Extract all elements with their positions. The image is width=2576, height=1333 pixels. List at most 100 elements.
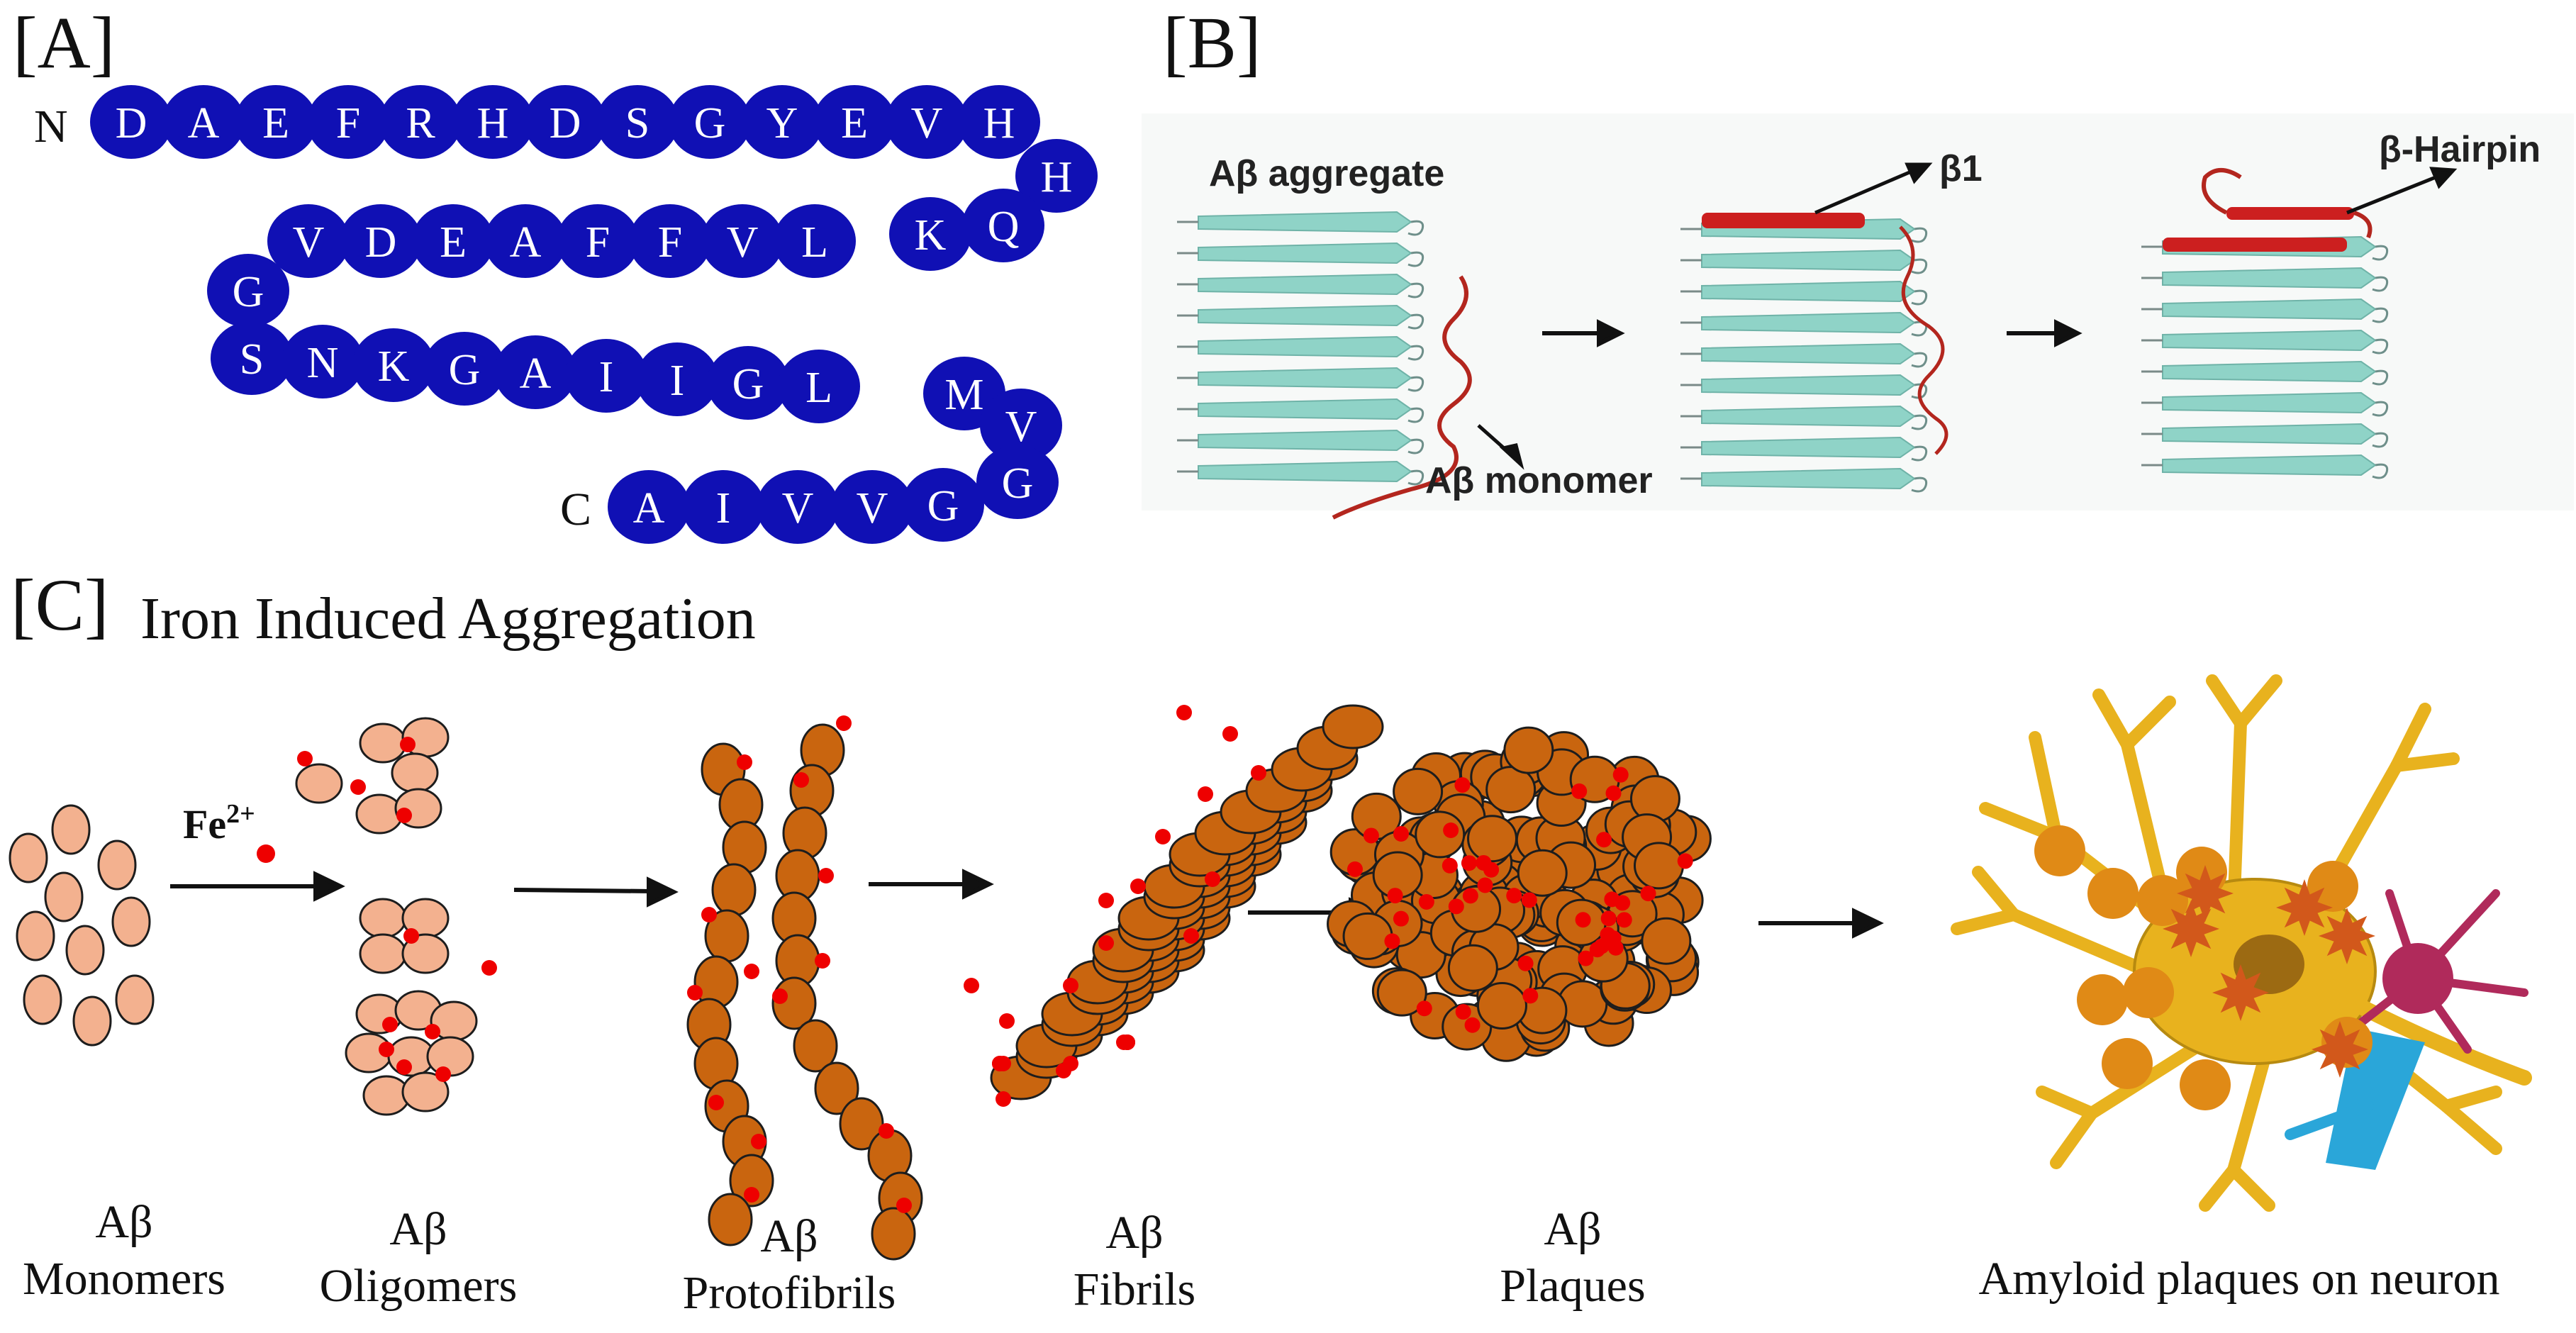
iron-ion	[382, 1017, 398, 1032]
residue-bead: S	[596, 85, 679, 159]
beta-strand	[1680, 436, 1928, 462]
residue-bead-shape	[741, 85, 823, 159]
beta-strand-arrow	[2162, 360, 2377, 383]
beta-strand-turn	[1911, 352, 1928, 368]
arrow-head-5	[1852, 908, 1884, 939]
beta-strand-arrow	[1198, 273, 1412, 296]
stage-label-line1: Aβ	[389, 1203, 447, 1255]
beta-strand	[1680, 280, 1928, 306]
iron-ion	[1464, 1017, 1481, 1033]
iron-ion	[708, 1095, 724, 1110]
residue-bead-shape	[423, 332, 506, 406]
plaque-star	[2312, 1021, 2368, 1078]
beta-strand-arrow	[1701, 280, 1916, 303]
microglia-body	[2382, 943, 2453, 1014]
residue-bead-shape	[636, 342, 718, 416]
monomer	[115, 974, 155, 1025]
iron-ion	[1251, 765, 1266, 781]
oligomer-subunit	[359, 723, 407, 764]
stage-labels: AβMonomersAβOligomersAβProtofibrilsAβFib…	[23, 1196, 1646, 1319]
residue-letter: A	[520, 350, 552, 398]
residue-bead: V	[757, 470, 839, 544]
beta-strand	[1177, 335, 1424, 361]
iron-ion	[1098, 935, 1114, 951]
residue-letter: S	[625, 99, 649, 147]
beta-strand	[1177, 273, 1424, 299]
residue-bead-shape	[307, 85, 389, 159]
iron-ion	[396, 1059, 412, 1075]
astrocyte-process	[2285, 1100, 2374, 1140]
dendrite	[2050, 1107, 2098, 1169]
beta-strand-arrow	[1701, 467, 1916, 490]
stage-label-line1: Aβ	[1105, 1207, 1163, 1259]
residue-bead: V	[701, 204, 784, 278]
residue-bead-shape	[162, 85, 245, 159]
monomer	[72, 995, 112, 1047]
iron-ion	[896, 1198, 912, 1213]
dendrite	[2440, 1100, 2502, 1155]
beta-strand-turn	[2372, 369, 2389, 386]
iron-ion	[1455, 1004, 1471, 1020]
beta-strand-turn	[2372, 401, 2389, 417]
plaque-subunit	[1641, 917, 1692, 965]
beta-strand-turn	[1911, 445, 1928, 462]
iron-ion	[1522, 988, 1539, 1004]
beta-strand-turn	[1407, 376, 1424, 392]
dendrite	[1951, 908, 2020, 935]
residue-bead: H	[958, 85, 1040, 159]
iron-ion	[1462, 888, 1478, 904]
residue-bead-shape	[831, 470, 913, 544]
beta-strand	[2141, 391, 2389, 417]
residue-bead: G	[902, 468, 984, 542]
hairpin-pointer-head	[2429, 167, 2458, 189]
beta-strand	[1680, 405, 1928, 430]
beta-strand-arrow	[1198, 304, 1412, 327]
iron-ion	[737, 754, 752, 770]
arrow-oligomer-to-protofibril	[513, 888, 653, 893]
iron-ion	[1600, 910, 1617, 927]
iron-ion	[481, 960, 497, 976]
iron-ion	[772, 988, 788, 1004]
plaque-subunit	[1393, 767, 1444, 815]
residue-bead-shape	[962, 189, 1044, 262]
panel-b: [B] Aβ aggregate β1 β-Hairpin Aβ monomer	[1142, 2, 2574, 520]
plaque-subunit	[1342, 912, 1393, 960]
residue-bead: E	[813, 85, 896, 159]
iron-label: Fe2+	[183, 799, 255, 847]
beta-strand-arrow	[1701, 374, 1916, 396]
residue-letter: Y	[766, 99, 798, 147]
beta-strand	[2141, 423, 2389, 448]
residue-letter: A	[510, 218, 542, 267]
iron-ion	[1393, 910, 1409, 927]
iron-ion	[964, 978, 979, 993]
stage-label-line1: Aβ	[1544, 1203, 1601, 1255]
iron-ion	[1384, 933, 1400, 949]
iron-ion	[701, 907, 717, 922]
dendrite	[2036, 1086, 2098, 1120]
residue-letter: E	[440, 218, 467, 267]
residue-bead-shape	[452, 85, 534, 159]
residue-bead: D	[90, 85, 172, 159]
residue-bead: V	[980, 389, 1062, 462]
beta-strand-turn	[1407, 313, 1424, 330]
beta-strand-turn	[2372, 432, 2389, 448]
iron-ion	[1063, 1056, 1078, 1071]
plaque-subunit	[1517, 849, 1568, 897]
residue-bead-shape	[412, 204, 494, 278]
beta-strand-arrow	[2162, 454, 2377, 476]
iron-ion	[1461, 855, 1477, 871]
iron-ion	[996, 1091, 1011, 1107]
dendrite	[2206, 674, 2247, 730]
beta-strand-arrow	[1198, 211, 1412, 233]
beta-strand-arrow	[2162, 267, 2377, 289]
residue-bead: D	[340, 204, 422, 278]
iron-ion	[1521, 892, 1537, 908]
residue-bead: H	[452, 85, 534, 159]
beta-strand-arrow	[1198, 460, 1412, 483]
beta-strand-arrow	[1198, 398, 1412, 420]
residue-bead-shape	[281, 325, 364, 398]
neuron-axon	[2353, 999, 2532, 1086]
residue-bead: K	[889, 197, 971, 271]
